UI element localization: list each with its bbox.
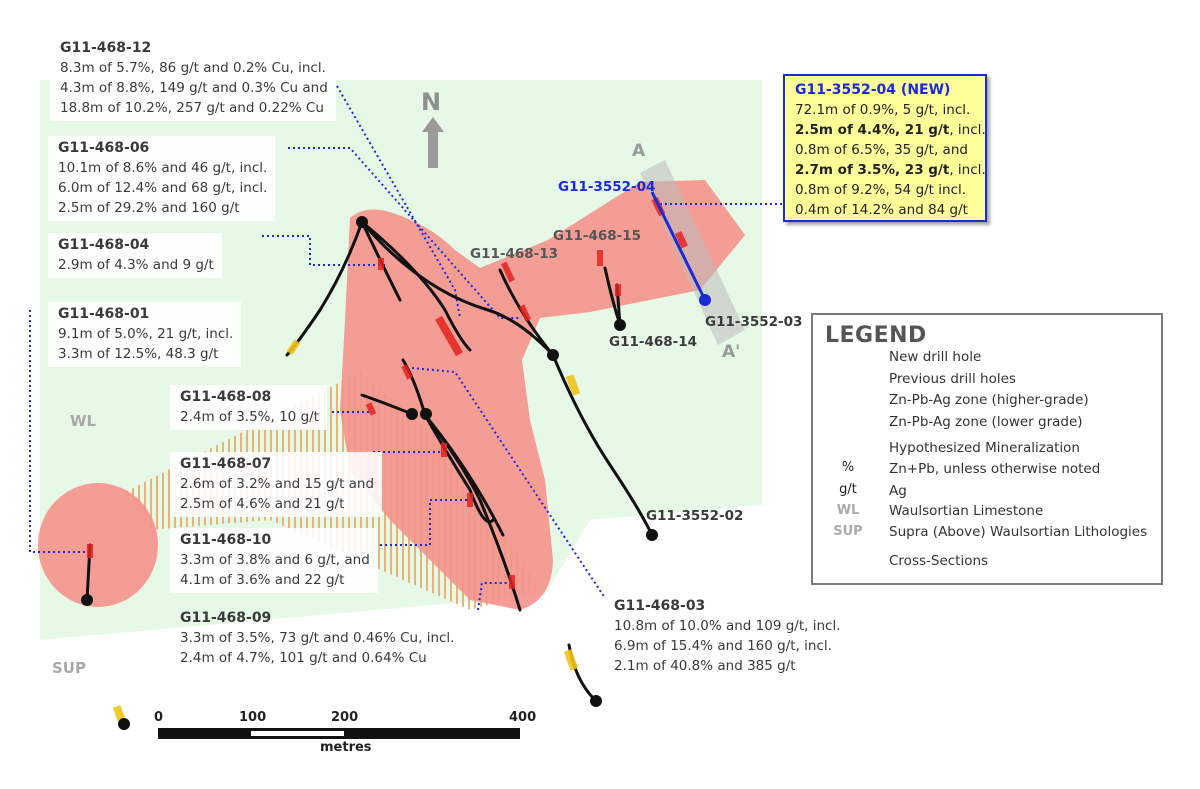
legend: LEGEND New drill hole Previous drill hol… [811,313,1163,585]
label-g11-468-10: G11-468-10 3.3m of 3.8% and 6 g/t, and 4… [170,528,378,593]
geology-label-sup: SUP [52,659,86,677]
scale-tick-200: 200 [331,710,359,725]
label-g11-468-04: G11-468-04 2.9m of 4.3% and 9 g/t [48,233,222,278]
hole-id-g11-468-14: G11-468-14 [609,334,698,350]
legend-symbol-percent: % [841,460,855,475]
label-g11-468-07: G11-468-07 2.6m of 3.2% and 15 g/t and 2… [170,452,383,517]
legend-title: LEGEND [825,323,927,348]
section-label-a: A [632,141,646,161]
label-g11-468-09: G11-468-09 3.3m of 3.5%, 73 g/t and 0.46… [180,610,455,666]
label-g11-468-03: G11-468-03 10.8m of 10.0% and 109 g/t, i… [614,598,841,674]
legend-symbol-gpt: g/t [839,482,857,497]
legend-item-higher-grade: Zn-Pb-Ag zone (higher-grade) [889,392,1089,408]
scale-unit: metres [320,740,372,755]
scale-tick-400: 400 [509,710,537,725]
label-g11-468-01: G11-468-01 9.1m of 5.0%, 21 g/t, incl. 3… [48,302,242,367]
legend-item-new-drill-hole: New drill hole [889,349,982,365]
legend-item-cross-sections: Cross-Sections [889,553,989,569]
drill-collars [81,216,658,730]
new-hole-results-box: G11-3552-04 (NEW) 72.1m of 0.9%, 5 g/t, … [783,74,987,222]
high-grade-zone-west [38,483,158,607]
hole-id-g11-3552-02: G11-3552-02 [646,508,744,524]
legend-item-znpb: Zn+Pb, unless otherwise noted [889,461,1101,477]
scale-bar [158,728,520,739]
legend-item-previous-drill-holes: Previous drill holes [889,371,1016,387]
legend-item-wl: Waulsortian Limestone [889,503,1044,519]
lower-grade-intercepts [112,339,581,721]
legend-item-ag: Ag [889,483,907,499]
label-g11-468-12: G11-468-12 8.3m of 5.7%, 86 g/t and 0.2%… [50,36,336,121]
north-arrow [422,117,444,168]
new-drill-hole [650,191,711,306]
legend-item-hypothesized: Hypothesized Mineralization [889,440,1080,456]
hole-id-g11-468-13: G11-468-13 [470,246,559,262]
leader-lines [29,85,783,611]
hole-id-g11-468-15: G11-468-15 [553,228,642,244]
hole-id-g11-3552-03: G11-3552-03 [705,314,803,330]
legend-item-sup: Supra (Above) Waulsortian Lithologies [889,524,1148,540]
hole-id-new: G11-3552-04 [558,179,656,195]
cross-section-strip [640,160,745,345]
north-label: N [421,88,442,116]
section-label-a-prime: A' [722,342,741,362]
scale-tick-100: 100 [239,710,267,725]
label-g11-468-08: G11-468-08 2.4m of 3.5%, 10 g/t [170,385,327,430]
geology-label-wl: WL [70,412,97,430]
label-g11-468-06: G11-468-06 10.1m of 8.6% and 46 g/t, inc… [48,136,276,221]
legend-symbol-sup: SUP [833,524,863,539]
scale-tick-0: 0 [154,710,164,725]
high-grade-zone-main [340,180,745,610]
legend-symbol-wl: WL [836,503,860,518]
legend-item-lower-grade: Zn-Pb-Ag zone (lower grade) [889,414,1083,430]
